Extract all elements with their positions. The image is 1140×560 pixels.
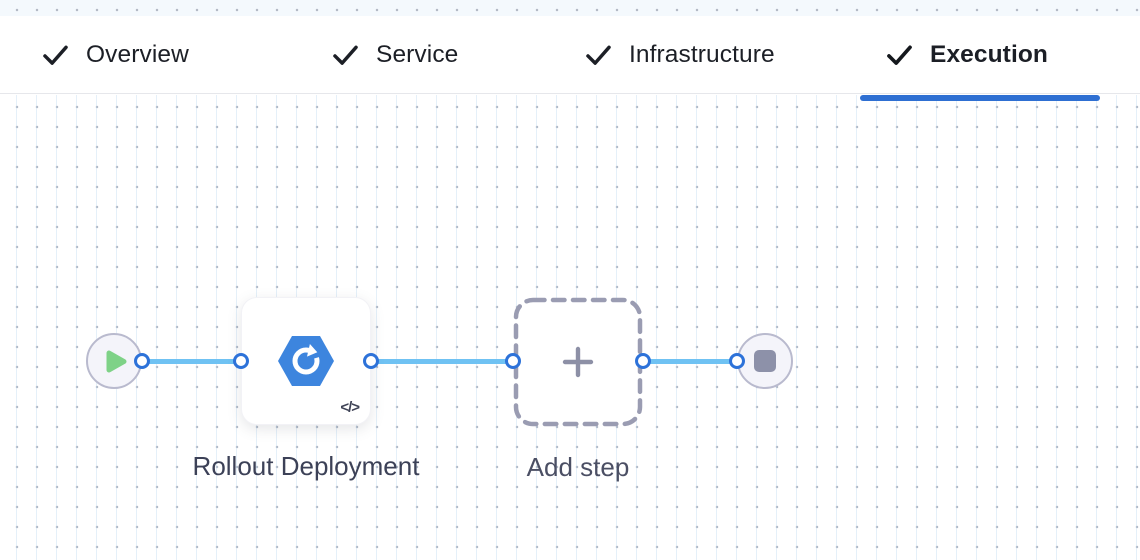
connector-line [643, 359, 737, 364]
tab-label: Infrastructure [629, 40, 775, 68]
tab-label: Execution [930, 40, 1048, 68]
tab-infrastructure[interactable]: Infrastructure [585, 16, 775, 93]
stage-setup-tabbar: Overview Service Infrastructure Executio… [0, 16, 1140, 94]
stop-icon [754, 350, 776, 372]
code-icon[interactable]: </> [340, 399, 360, 416]
canvas-top-strip [0, 0, 1140, 16]
connector-line [371, 359, 513, 364]
tab-overview[interactable]: Overview [42, 16, 189, 93]
port-add-step-out[interactable] [635, 353, 651, 369]
pipeline-end-node[interactable] [737, 333, 793, 389]
tab-execution[interactable]: Execution [886, 16, 1048, 93]
port-add-step-in[interactable] [505, 353, 521, 369]
check-icon [586, 45, 611, 65]
port-step-in[interactable] [233, 353, 249, 369]
pipeline-canvas[interactable]: </> Rollout Deployment Add step [0, 95, 1140, 560]
active-tab-underline [860, 95, 1100, 101]
tab-service[interactable]: Service [332, 16, 458, 93]
tab-label: Overview [86, 40, 189, 68]
check-icon [333, 45, 358, 65]
rollout-deployment-hexagon-icon [278, 336, 334, 386]
step-node-rollout-deployment[interactable]: </> [241, 297, 371, 425]
port-step-out[interactable] [363, 353, 379, 369]
step-node-label: Rollout Deployment [192, 451, 420, 481]
check-icon [887, 45, 912, 65]
port-start-out[interactable] [134, 353, 150, 369]
connector-line [142, 359, 241, 364]
tab-label: Service [376, 40, 459, 68]
check-icon [43, 45, 68, 65]
add-step-button[interactable] [513, 297, 643, 427]
port-end-in[interactable] [729, 353, 745, 369]
plus-icon [562, 346, 594, 378]
play-icon [106, 350, 126, 372]
pipeline-start-node[interactable] [86, 333, 142, 389]
add-step-label: Add step [526, 452, 630, 482]
